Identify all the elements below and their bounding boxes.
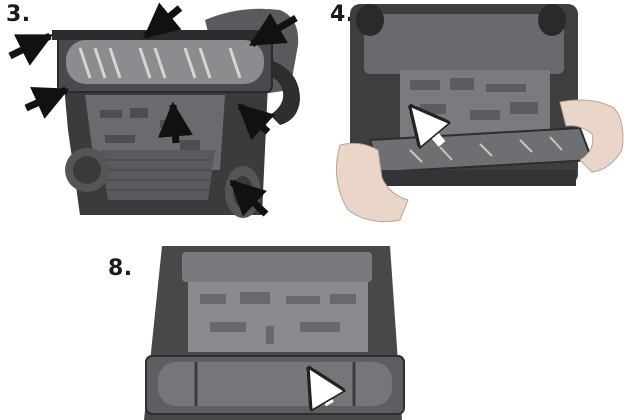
black-arrow-icon [8,2,298,217]
step-8-label: 8. [108,256,133,281]
white-arrow-icon [310,370,330,404]
step-3-photo [8,2,300,218]
step-4-photo [335,4,624,223]
step-3-label: 3. [6,2,31,27]
white-arrow-icon [412,108,442,144]
step-8-photo [144,246,405,420]
